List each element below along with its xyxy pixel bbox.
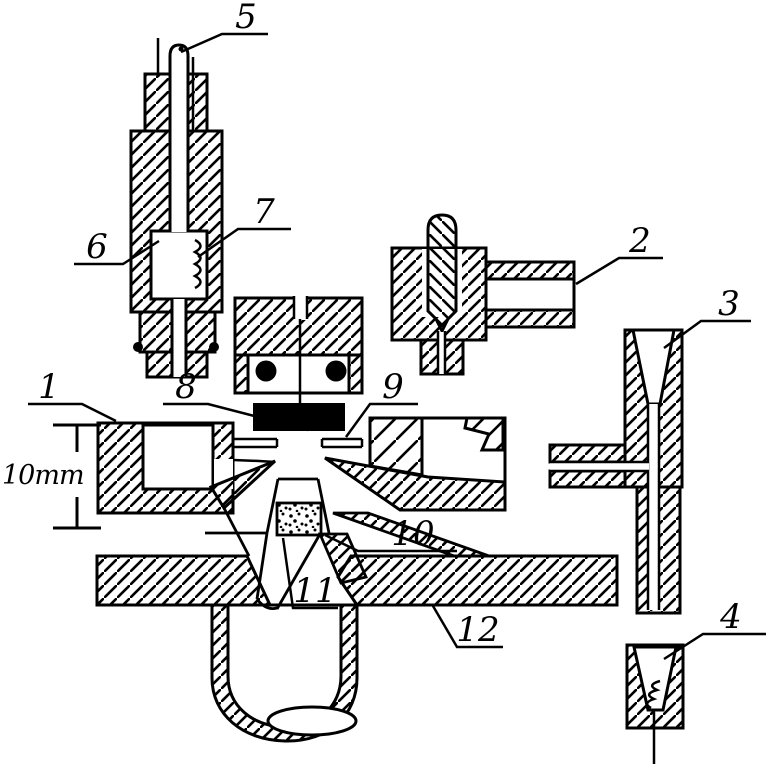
- sidearm-bore-clearance: [550, 462, 649, 471]
- set-screw-left: [133, 342, 143, 352]
- part-label-7: 7: [253, 192, 275, 232]
- probe-assembly: [129, 38, 224, 379]
- flange-plate-right: [336, 554, 619, 607]
- cup-filament: [645, 679, 661, 710]
- bottom-flange-and-vial: [95, 554, 619, 743]
- liquid-meniscus: [266, 705, 358, 737]
- frit-holder-wall-right: [316, 478, 331, 534]
- leader-6: [74, 239, 160, 266]
- leader-9: [344, 402, 418, 438]
- porous-frit: [275, 501, 323, 537]
- cup-cavity: [632, 645, 678, 712]
- leader-4: [663, 632, 766, 661]
- leader-7: [197, 227, 291, 259]
- skimmer-cone-right: [324, 456, 507, 512]
- cone-support-left: [222, 507, 251, 557]
- leader-5: [180, 32, 268, 54]
- leader-3: [663, 319, 751, 350]
- nozzle-wall-right: [275, 533, 322, 610]
- dimension-annotation: [53, 423, 101, 530]
- right-block-insert: [463, 416, 505, 452]
- port-wall-top: [484, 260, 576, 281]
- leader-11: [281, 537, 338, 610]
- channel-clearance: [294, 296, 307, 320]
- capillary-holder-block: [233, 296, 364, 431]
- part-label-2: 2: [628, 221, 651, 261]
- part-label-1: 1: [38, 367, 60, 407]
- part-label-10: 10: [391, 514, 434, 554]
- part-label-5: 5: [235, 0, 257, 37]
- leader-10: [324, 533, 457, 553]
- part-labels: [28, 32, 766, 661]
- part-label-6: 6: [86, 227, 108, 267]
- lower-capillary-clearance: [172, 299, 186, 377]
- port-wall-bottom: [484, 308, 576, 329]
- frit-holder-wall-left: [265, 478, 280, 534]
- port-bore: [484, 277, 576, 312]
- part-label-texts: 1 2 3 4 5 6 7 8 9 10 11 12: [38, 0, 742, 650]
- collection-cup: [625, 643, 685, 764]
- holder-column-right: [347, 353, 364, 395]
- source-block-right: [320, 416, 507, 512]
- heater-coil: [192, 238, 202, 290]
- adjustment-screw: [426, 213, 458, 335]
- oring-right: [325, 360, 347, 382]
- sidearm-wall-bottom: [548, 469, 627, 489]
- nozzle-channel-clearance: [438, 332, 445, 374]
- capillary-clearance: [170, 48, 188, 232]
- part-label-9: 9: [382, 367, 404, 407]
- leader-8: [163, 402, 309, 432]
- leader-12: [431, 605, 503, 649]
- part-label-12: 12: [456, 610, 499, 650]
- skimmer-cone-left: [208, 459, 277, 511]
- leader-2: [575, 256, 663, 286]
- part-label-3: 3: [718, 284, 740, 324]
- part-label-11: 11: [293, 571, 336, 611]
- part-label-8: 8: [175, 367, 197, 407]
- sidearm-wall-top: [548, 443, 627, 464]
- part-label-4: 4: [719, 597, 742, 637]
- flange-plate-left: [95, 554, 273, 607]
- source-block-left: [96, 421, 279, 515]
- transfer-tube: [548, 328, 684, 615]
- tube-channel-clearance: [648, 404, 659, 610]
- set-screw-right: [209, 342, 219, 352]
- oring-left: [255, 360, 277, 382]
- dimension-label: 10mm: [2, 460, 84, 491]
- leader-1: [28, 402, 117, 423]
- target-plate: [253, 403, 345, 431]
- left-block-cavity: [141, 423, 215, 491]
- holder-column-left: [233, 353, 250, 395]
- t-fitting: [390, 213, 576, 376]
